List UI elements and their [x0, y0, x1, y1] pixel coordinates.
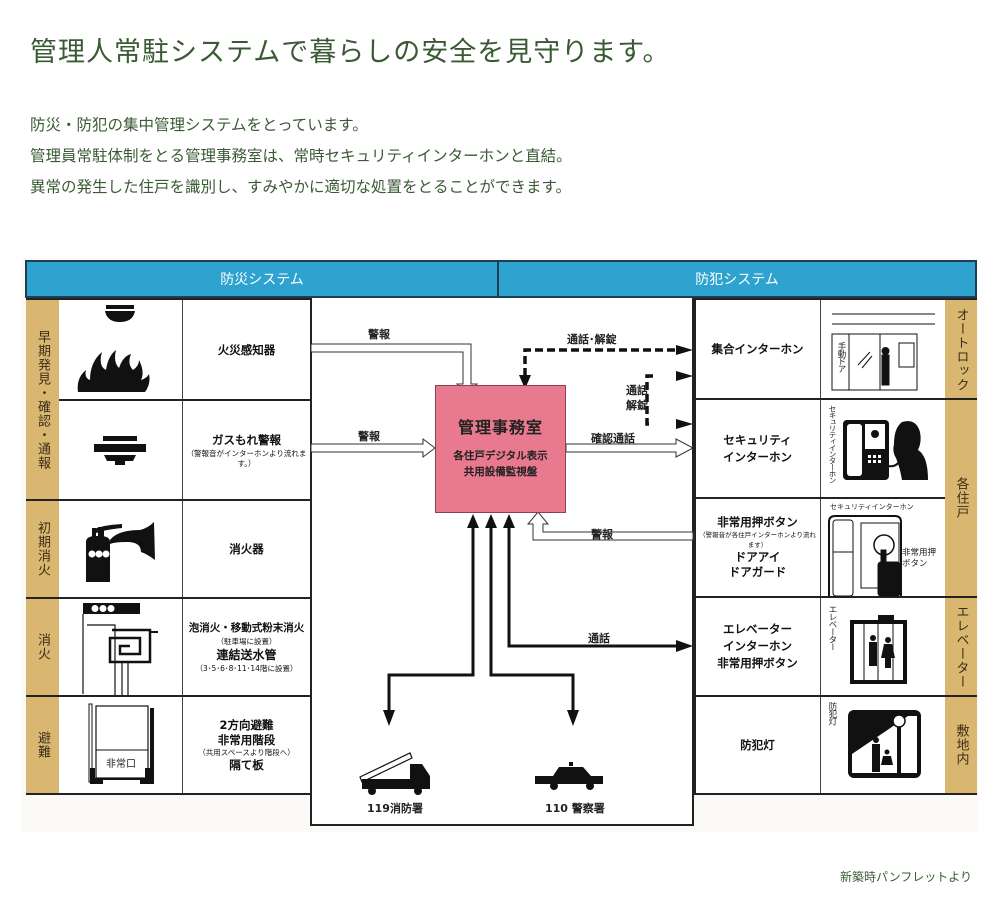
item-label: 消火器 [229, 541, 264, 556]
management-office-box: 管理事務室 各住戸デジタル表示 共用設備監視盤 [435, 385, 566, 513]
alarm-arrow-gas [310, 438, 436, 458]
confirm-call-arrow [565, 438, 695, 458]
confirm-call-label: 確認通話 [591, 432, 635, 445]
call-label: 通話 [626, 384, 648, 397]
police-car-icon [535, 762, 603, 790]
fire-hose-icon [82, 603, 158, 695]
elevator-caption: エレベーター [827, 605, 837, 650]
item-note: （3･5･6･8･11･14階に設置） [195, 664, 298, 673]
intro-text: 防災・防犯の集中管理システムをとっています。 管理員常駐体制をとる管理事務室は、… [30, 110, 572, 203]
emergency-button-caption: 非常用押ボタン [902, 548, 937, 569]
extinguisher-label: 消火器 [183, 500, 310, 598]
security-intercom-top-caption: セキュリティインターホン [830, 503, 914, 511]
elevator-icon [850, 615, 907, 684]
category-initial-extinguish: 初期消火 [26, 500, 59, 598]
office-sub-line: 各住戸デジタル表示 [453, 450, 548, 462]
intro-line: 管理員常駐体制をとる管理事務室は、常時セキュリティインターホンと直結。 [30, 147, 572, 165]
item-label: 連結送水管 [216, 648, 277, 662]
intro-line: 異常の発生した住戸を識別し、すみやかに適切な処置をとることができます。 [30, 178, 571, 196]
item-note: （共用スペースより階段へ） [198, 747, 295, 757]
item-label: 非常用押ボタン [717, 656, 798, 670]
source-credit: 新築時パンフレットより [839, 870, 972, 884]
unlock-label: 解錠 [626, 399, 648, 412]
category-extinguish: 消火 [26, 598, 59, 696]
security-light-icon [848, 710, 921, 778]
item-label: 防犯灯 [740, 737, 775, 752]
emergency-button-label: 非常用押ボタン （警報音が各住戸インターホンより流れます） ドアアイ ドアガード [694, 498, 821, 597]
page-title: 管理人常駐システムで暮らしの安全を見守ります。 [30, 37, 671, 68]
office-sub-line: 共用設備監視盤 [463, 466, 538, 478]
fire-truck-icon [359, 752, 430, 795]
manual-door-caption: 手動ドア [836, 342, 846, 372]
gas-alarm-label: ガスもれ警報 （警報音がインターホンより流れます。） [183, 400, 310, 500]
alarm-label: 警報 [591, 528, 613, 541]
fire-detector-label: 火災感知器 [183, 300, 310, 400]
item-label: 非常用階段 [217, 732, 276, 747]
office-subtitle: 各住戸デジタル表示 共用設備監視盤 [453, 448, 547, 480]
dashed-arrowheads [519, 345, 693, 429]
security-light-caption: 防犯灯 [827, 702, 837, 725]
category-early-detection: 早期発見・確認・通報 [26, 300, 59, 500]
office-title: 管理事務室 [457, 418, 543, 437]
police-station-label: 110 警察署 [545, 802, 605, 815]
item-note: （警報音がインターホンより流れます。） [186, 448, 307, 468]
item-label: 火災感知器 [217, 342, 276, 357]
gas-leak-alarm-icon [94, 436, 146, 465]
item-label: 泡消火・移動式粉末消火 [188, 622, 305, 634]
category-each-unit: 各住戸 [945, 399, 977, 597]
fire-station-label: 119消防署 [367, 802, 423, 815]
item-label: インターホン [723, 639, 792, 653]
emergency-button-icon [828, 515, 902, 597]
security-light-label: 防犯灯 [694, 696, 821, 794]
alarm-label: 警報 [358, 430, 380, 443]
category-elevator: エレベーター [945, 597, 977, 696]
item-label: ドアガード [728, 565, 787, 579]
evacuation-label: 2方向避難 非常用階段 （共用スペースより階段へ） 隔て板 [183, 696, 310, 794]
alarm-arrow-emergency-button [526, 511, 694, 541]
intro-line: 防災・防犯の集中管理システムをとっています。 [30, 116, 368, 134]
emergency-exit-icon [88, 703, 154, 784]
security-label-column [694, 300, 821, 794]
group-intercom-label: 集合インターホン [694, 300, 821, 399]
item-label: ドアアイ [734, 550, 781, 564]
alarm-label: 警報 [368, 328, 390, 341]
exit-sign-text: 非常口 [106, 757, 136, 770]
item-label: ガスもれ警報 [212, 432, 281, 447]
elevator-label: エレベーター インターホン 非常用押ボタン [694, 597, 821, 696]
fire-detector-icon [77, 305, 150, 392]
category-premises: 敷地内 [945, 696, 977, 794]
item-label: セキュリティ [723, 432, 792, 447]
security-intercom-icon [843, 420, 928, 480]
call-unlock-label-2: 通話 解錠 [626, 383, 648, 413]
security-system-header: 防犯システム [497, 260, 977, 298]
item-label: 2方向避難 [219, 717, 274, 732]
security-intercom-caption: セキュリティインターホン [828, 405, 837, 483]
item-label: エレベーター [723, 622, 792, 636]
auto-door-icon [831, 313, 935, 391]
disaster-label-column [183, 300, 310, 794]
item-label: 集合インターホン [711, 342, 804, 356]
item-note: （駐車場に設置） [216, 637, 277, 646]
security-intercom-label: セキュリティ インターホン [694, 399, 821, 498]
call-unlock-label: 通話･解錠 [567, 333, 617, 346]
item-label: 隔て板 [229, 757, 264, 772]
call-label: 通話 [588, 632, 610, 645]
item-label: 非常用押ボタン [717, 515, 798, 529]
fire-extinguisher-icon [86, 522, 155, 582]
category-autolock: オートロック [945, 300, 977, 399]
item-label: インターホン [723, 449, 792, 464]
hose-label: 泡消火・移動式粉末消火 （駐車場に設置） 連結送水管 （3･5･6･8･11･1… [183, 598, 310, 696]
category-evacuation: 避難 [26, 696, 59, 794]
disaster-system-header: 防災システム [25, 260, 499, 298]
item-note: （警報音が各住戸インターホンより流れます） [699, 531, 816, 549]
